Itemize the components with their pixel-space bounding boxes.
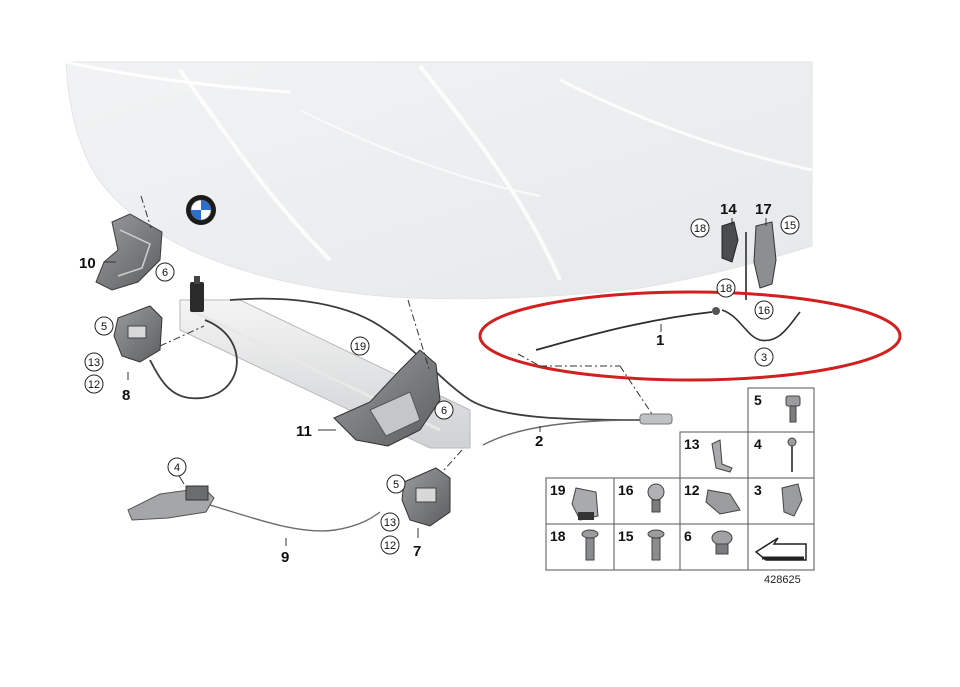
legend-cell-15 xyxy=(613,523,681,571)
svg-text:18: 18 xyxy=(720,283,732,295)
bolt-6-icon xyxy=(711,530,733,555)
hood-lock-7 xyxy=(401,467,451,527)
svg-text:18: 18 xyxy=(694,223,706,235)
arrow-symbol-icon xyxy=(754,537,807,561)
callout-6b: 6 xyxy=(434,400,454,420)
screw-5-icon xyxy=(785,395,801,423)
legend-cell-4 xyxy=(747,431,815,479)
rivet-4-icon xyxy=(787,437,797,472)
callout-2: 2 xyxy=(535,433,543,450)
callout-6a: 6 xyxy=(155,262,175,282)
bowden-cable-1 xyxy=(535,307,801,351)
callout-5b: 5 xyxy=(386,474,406,494)
callout-7: 7 xyxy=(413,543,421,560)
svg-text:5: 5 xyxy=(101,321,107,333)
callout-12a: 12 xyxy=(84,374,104,394)
legend-cell-16 xyxy=(613,477,681,525)
callout-1: 1 xyxy=(656,332,664,349)
screw-18-icon xyxy=(581,529,599,561)
highlight-ellipse xyxy=(478,290,902,382)
callout-11: 11 xyxy=(296,423,312,440)
clip-3-icon xyxy=(781,483,803,517)
legend-label-15: 15 xyxy=(618,528,634,544)
cable-end-fitting xyxy=(639,413,673,425)
clip-12-icon xyxy=(705,489,741,515)
screw-15-icon xyxy=(647,529,665,561)
svg-text:19: 19 xyxy=(354,341,366,353)
nut-16-icon xyxy=(647,483,665,513)
callout-15: 15 xyxy=(780,215,800,235)
legend-label-13: 13 xyxy=(684,436,700,452)
legend-label-16: 16 xyxy=(618,482,634,498)
svg-text:12: 12 xyxy=(384,540,396,552)
callout-17: 17 xyxy=(755,201,772,218)
legend-cell-5 xyxy=(747,387,815,433)
hood-panel xyxy=(65,60,813,300)
callout-3: 3 xyxy=(754,347,774,367)
bmw-logo xyxy=(186,195,216,225)
svg-text:5: 5 xyxy=(393,479,399,491)
callout-8: 8 xyxy=(122,387,130,404)
fastener-legend-table: 5 13 4 19 16 12 3 18 15 6 428625 xyxy=(545,387,815,586)
callout-18a: 18 xyxy=(690,218,710,238)
svg-text:12: 12 xyxy=(88,379,100,391)
wiring-plug xyxy=(190,276,204,312)
svg-text:3: 3 xyxy=(761,352,767,364)
svg-text:6: 6 xyxy=(162,267,168,279)
callout-16: 16 xyxy=(754,300,774,320)
legend-cell-6 xyxy=(679,523,749,571)
svg-text:13: 13 xyxy=(384,517,396,529)
reference-number: 428625 xyxy=(764,574,801,586)
clip-13-icon xyxy=(711,439,733,473)
release-handle xyxy=(127,485,215,521)
legend-label-5: 5 xyxy=(754,392,762,408)
svg-text:4: 4 xyxy=(174,462,180,474)
callout-10: 10 xyxy=(79,255,96,272)
svg-text:15: 15 xyxy=(784,220,796,232)
clip-19-icon xyxy=(571,487,599,521)
legend-label-6: 6 xyxy=(684,528,692,544)
svg-text:6: 6 xyxy=(441,405,447,417)
leader-lines xyxy=(140,195,653,471)
legend-label-12: 12 xyxy=(684,482,700,498)
callout-19: 19 xyxy=(350,336,370,356)
svg-text:16: 16 xyxy=(758,305,770,317)
bracket-10 xyxy=(95,213,163,291)
legend-label-19: 19 xyxy=(550,482,566,498)
callout-14: 14 xyxy=(720,201,737,218)
callout-5a: 5 xyxy=(94,316,114,336)
callout-18b: 18 xyxy=(716,278,736,298)
callout-13b: 13 xyxy=(380,512,400,532)
bracket-11 xyxy=(333,349,441,447)
legend-label-3: 3 xyxy=(754,482,762,498)
callout-9: 9 xyxy=(281,549,289,566)
hood-lock-8 xyxy=(113,305,163,363)
legend-label-18: 18 xyxy=(550,528,566,544)
svg-text:13: 13 xyxy=(88,357,100,369)
legend-label-4: 4 xyxy=(754,436,762,452)
safety-catch-parts xyxy=(721,221,777,300)
callout-13a: 13 xyxy=(84,352,104,372)
circled-callouts: 6 5 13 12 19 6 4 5 13 12 18 15 18 16 3 xyxy=(84,215,800,555)
callout-numbers: 10 8 11 2 1 9 7 14 17 xyxy=(79,201,772,566)
callout-4: 4 xyxy=(167,457,187,477)
callout-12b: 12 xyxy=(380,535,400,555)
